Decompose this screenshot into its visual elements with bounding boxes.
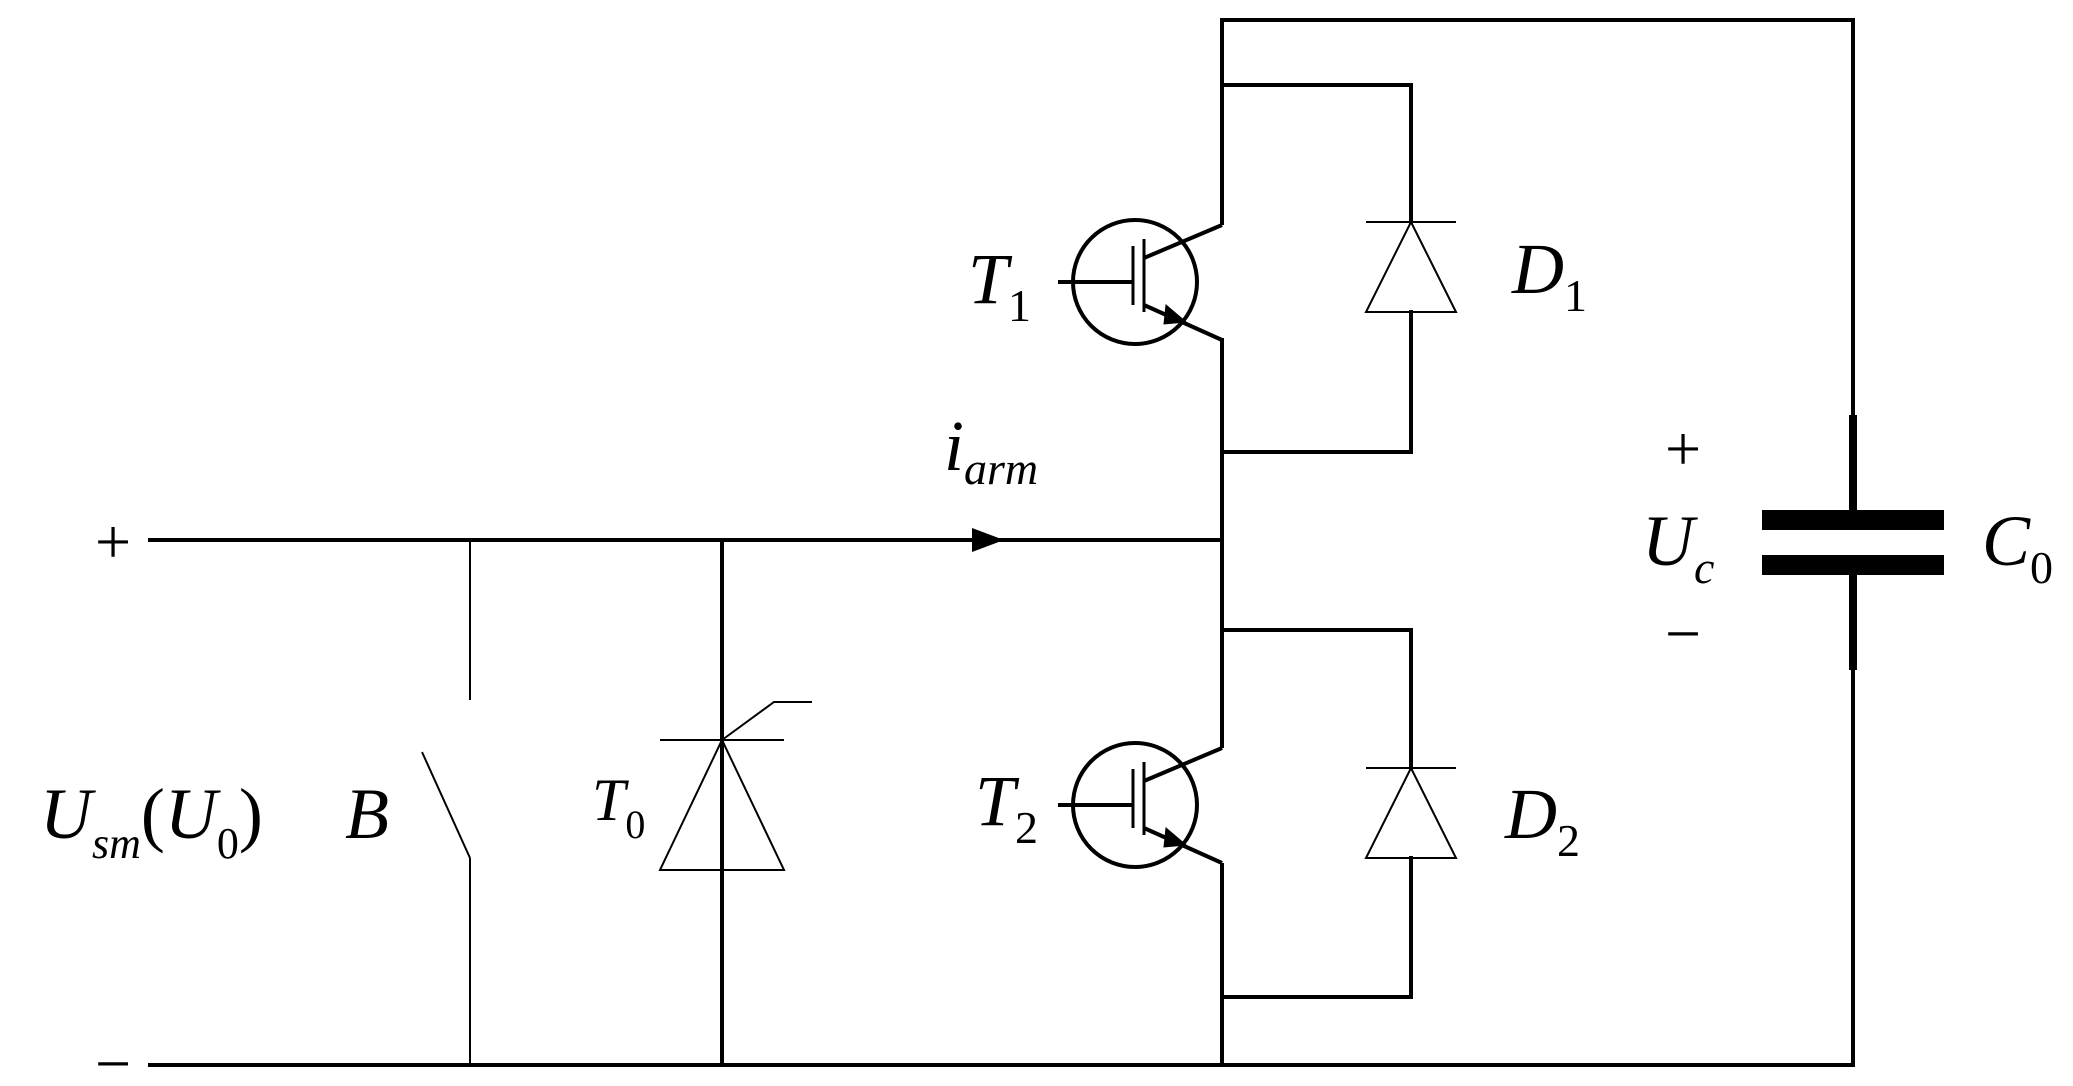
t1-main: T <box>968 239 1013 319</box>
t0-main: T <box>592 767 629 833</box>
u0-main: U <box>165 774 221 854</box>
thyristor-t0 <box>658 701 812 871</box>
d1-main: D <box>1511 229 1564 309</box>
u0-close-paren: ) <box>239 774 263 854</box>
thyristor-label: T0 <box>592 767 645 847</box>
t2-label: T2 <box>975 761 1038 853</box>
t1-sub: 1 <box>1008 280 1031 331</box>
igbt-t2-emitter-arrow <box>1163 827 1188 848</box>
diode-d2 <box>1364 765 1458 859</box>
uc-main: U <box>1642 501 1698 581</box>
u0-sub: 0 <box>217 819 239 868</box>
t0-sub: 0 <box>625 802 645 847</box>
d2-main: D <box>1504 774 1557 854</box>
igbt-t1-collector <box>1143 223 1223 260</box>
bypass-switch <box>421 540 471 1065</box>
u0-open-paren: ( <box>141 774 165 854</box>
thyristor-body <box>658 737 786 871</box>
bypass-switch-blade <box>421 751 471 859</box>
t1-label: T1 <box>968 239 1031 331</box>
wires <box>148 18 1855 1067</box>
d2-sub: 2 <box>1557 815 1580 866</box>
diode-d1 <box>1364 219 1458 313</box>
iarm-main: i <box>944 406 964 486</box>
igbt-t1 <box>1058 197 1224 346</box>
t2-main: T <box>975 761 1020 841</box>
d1-sub: 1 <box>1564 270 1587 321</box>
thyristor-gate <box>721 701 812 741</box>
negative-terminal-label: − <box>95 1028 131 1086</box>
igbt-t1-emitter-arrow <box>1163 304 1188 325</box>
submodule-voltage-label: Usm(U0) <box>40 774 263 868</box>
igbt-t2 <box>1058 738 1224 882</box>
capacitor-voltage-label: Uc <box>1642 501 1714 593</box>
uc-sub: c <box>1694 542 1714 593</box>
positive-terminal-label: + <box>95 506 131 577</box>
usm-sub: sm <box>92 819 141 868</box>
arm-current-arrowhead <box>972 528 1004 552</box>
capacitor-c0 <box>1762 415 1944 670</box>
igbt-t2-collector <box>1143 746 1223 783</box>
d2-label: D2 <box>1504 774 1580 866</box>
arm-current-label: iarm <box>944 406 1038 494</box>
capacitor-label: C0 <box>1982 501 2053 593</box>
labels: + − Usm(U0) B T0 T1 T2 D1 D2 iarm <box>40 229 2053 1086</box>
capacitor-minus-label: − <box>1665 598 1701 669</box>
d1-label: D1 <box>1511 229 1587 321</box>
diode-d2-body <box>1364 765 1458 859</box>
c0-main: C <box>1982 501 2031 581</box>
iarm-sub: arm <box>964 443 1038 494</box>
arm-current-arrow <box>972 528 1004 552</box>
capacitor-plus-label: + <box>1665 413 1701 484</box>
usm-main: U <box>40 774 96 854</box>
c0-sub: 0 <box>2030 542 2053 593</box>
diode-d1-body <box>1364 219 1458 313</box>
t2-sub: 2 <box>1015 802 1038 853</box>
bypass-switch-label: B <box>345 774 389 854</box>
